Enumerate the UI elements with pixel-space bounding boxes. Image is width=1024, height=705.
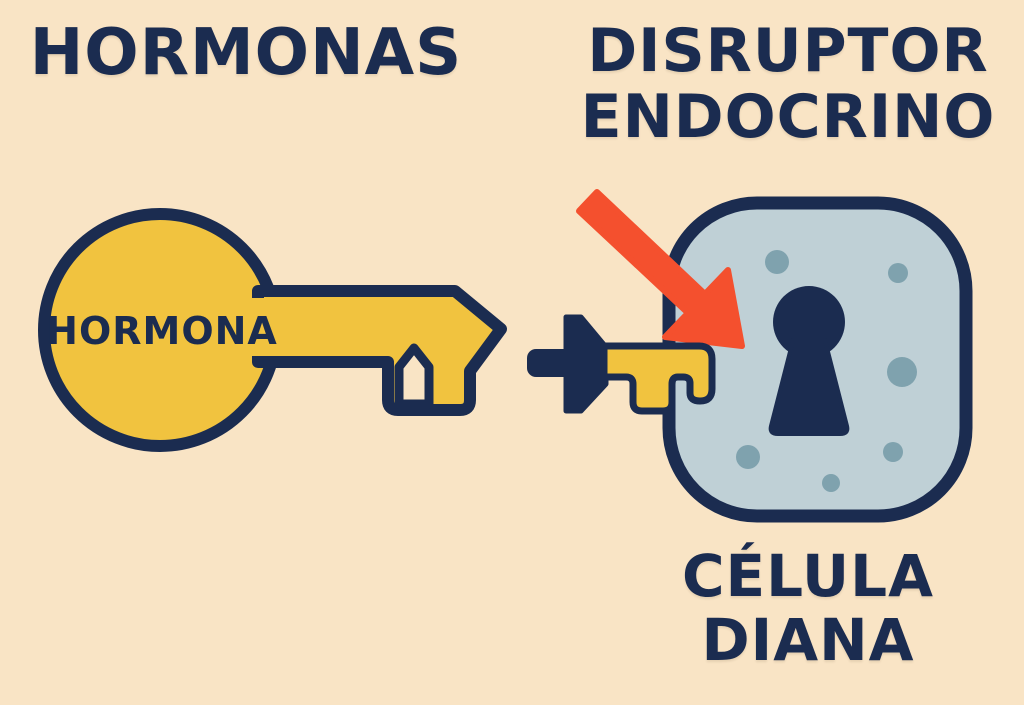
target-cell-icon [662, 196, 973, 523]
keyhole-icon [768, 286, 850, 436]
cell-dot [888, 263, 908, 283]
title-disruptor-line2: ENDOCRINO [580, 82, 996, 152]
title-disruptor-line1: DISRUPTOR [587, 16, 989, 86]
disruptor-arrow-icon [576, 189, 745, 349]
disruptor-key-icon [527, 314, 716, 415]
title-hormonas: HORMONAS [29, 16, 463, 90]
cell-dot [822, 474, 840, 492]
cell-dot [887, 357, 917, 387]
caption-line1: CÉLULA [681, 542, 935, 610]
caption-line2: DIANA [701, 606, 915, 674]
key-neck-joint [244, 298, 270, 356]
disruptor-key-bit [600, 342, 716, 415]
cell-dot [883, 442, 903, 462]
key-bit-hole [394, 343, 434, 409]
disruptor-key-shaft [527, 349, 573, 377]
hormone-key-label: HORMONA [46, 309, 278, 353]
hormone-key-icon [38, 208, 507, 452]
cell-dot [736, 445, 760, 469]
caption-celula-diana: CÉLULA DIANA [592, 544, 1024, 672]
title-disruptor-endocrino: DISRUPTOR ENDOCRINO [552, 18, 1024, 150]
disruptor-key-head [563, 314, 609, 414]
cell-dot [765, 250, 789, 274]
key-shaft [252, 285, 507, 416]
